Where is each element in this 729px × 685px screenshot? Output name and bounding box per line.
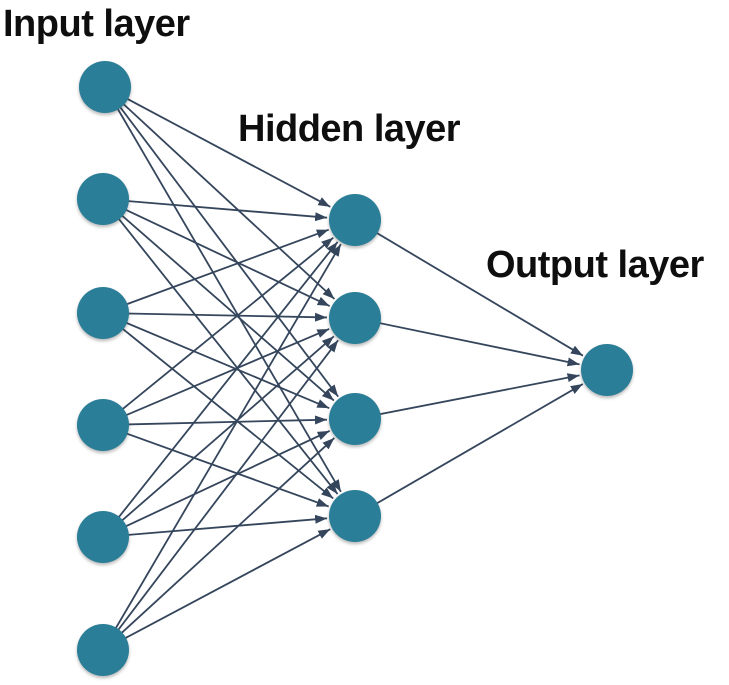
node-output-1 xyxy=(581,344,633,396)
node-hidden-1 xyxy=(329,194,381,246)
node-hidden-3 xyxy=(329,393,381,445)
edge-input1-hidden3 xyxy=(104,86,339,398)
edge-input5-hidden4 xyxy=(102,514,328,538)
edge-input6-hidden2 xyxy=(102,339,339,651)
edge-input6-hidden1 xyxy=(102,243,342,651)
edge-input6-hidden3 xyxy=(102,437,335,651)
node-hidden-4 xyxy=(329,490,381,542)
edge-input5-hidden3 xyxy=(102,430,331,538)
edge-input6-hidden4 xyxy=(102,528,331,651)
hidden-layer-label: Hidden layer xyxy=(238,108,461,150)
node-input-3 xyxy=(77,287,129,339)
edge-input2-hidden3 xyxy=(102,198,335,402)
edge-input1-hidden2 xyxy=(104,86,336,300)
node-hidden-2 xyxy=(329,292,381,344)
edge-hidden4-output1 xyxy=(354,383,584,517)
neuron-nodes xyxy=(77,61,633,676)
edge-input3-hidden4 xyxy=(102,312,334,500)
edge-input4-hidden4 xyxy=(102,424,329,508)
node-input-6 xyxy=(77,624,129,676)
edge-input4-hidden3 xyxy=(102,415,328,426)
node-input-2 xyxy=(77,173,129,225)
input-layer-label: Input layer xyxy=(3,3,190,45)
edge-input3-hidden3 xyxy=(102,312,330,409)
edge-hidden1-output1 xyxy=(354,219,584,357)
edge-lines xyxy=(102,86,584,651)
edge-input3-hidden1 xyxy=(102,228,330,314)
edge-input4-hidden2 xyxy=(102,328,330,426)
edge-input5-hidden1 xyxy=(102,241,339,538)
edge-input1-hidden4 xyxy=(104,86,342,493)
edge-input5-hidden2 xyxy=(102,335,335,538)
edge-hidden2-output1 xyxy=(354,317,580,367)
node-input-5 xyxy=(77,511,129,563)
output-layer-label: Output layer xyxy=(486,244,704,286)
edge-input2-hidden1 xyxy=(102,198,328,222)
edge-input3-hidden2 xyxy=(102,312,328,322)
edge-hidden3-output1 xyxy=(354,373,580,420)
edge-input4-hidden1 xyxy=(102,236,334,426)
node-input-4 xyxy=(77,399,129,451)
edge-input2-hidden2 xyxy=(102,198,331,307)
edge-input1-hidden1 xyxy=(104,86,331,208)
node-input-1 xyxy=(79,61,131,113)
